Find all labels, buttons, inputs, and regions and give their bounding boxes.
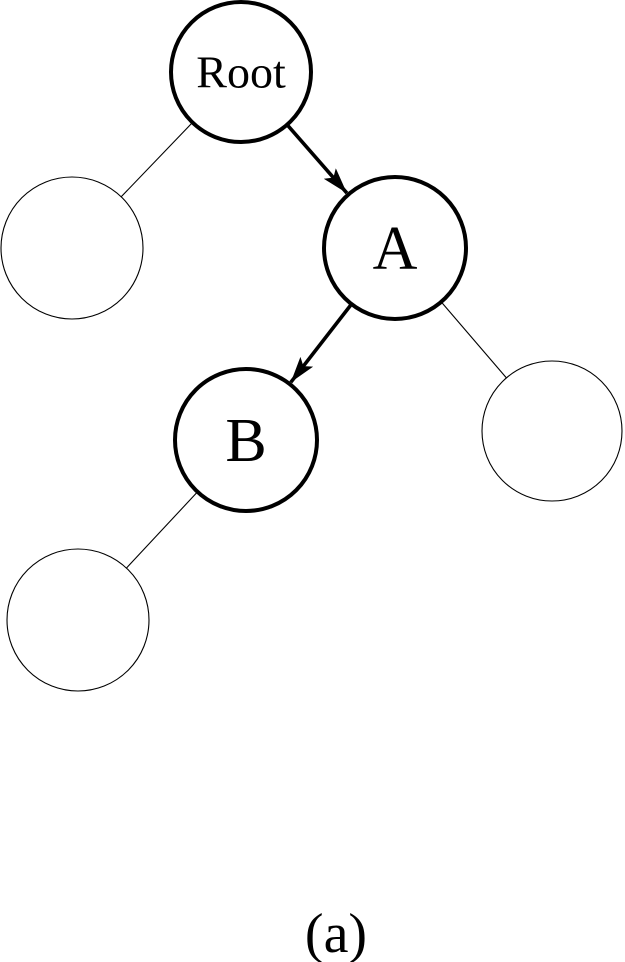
node-a-label: A bbox=[373, 215, 418, 283]
node-root-left-leaf bbox=[0, 176, 144, 320]
node-b-left-leaf bbox=[6, 548, 150, 692]
node-a-right-leaf-circle bbox=[481, 360, 623, 502]
node-a-right-leaf bbox=[481, 360, 623, 502]
figure-caption: (a) bbox=[305, 903, 367, 962]
node-root-circle bbox=[169, 0, 313, 144]
edges bbox=[120, 122, 507, 569]
edge-a-to-right-leaf bbox=[440, 301, 507, 379]
edge-root-to-left-leaf bbox=[120, 122, 193, 198]
node-b-label: B bbox=[225, 407, 266, 475]
edge-b-to-left-leaf bbox=[125, 491, 198, 569]
edge-root-to-a-arrow bbox=[285, 123, 349, 195]
node-root: Root bbox=[169, 0, 313, 144]
node-b-left-leaf-circle bbox=[6, 548, 150, 692]
node-root-label: Root bbox=[196, 47, 286, 98]
node-b: B bbox=[173, 367, 319, 513]
nodes: Root A B bbox=[0, 0, 623, 692]
node-a: A bbox=[322, 175, 468, 321]
node-a-circle bbox=[322, 175, 468, 321]
node-root-left-leaf-circle bbox=[0, 176, 144, 320]
node-b-circle bbox=[173, 367, 319, 513]
edge-a-to-b-arrow bbox=[289, 302, 353, 384]
